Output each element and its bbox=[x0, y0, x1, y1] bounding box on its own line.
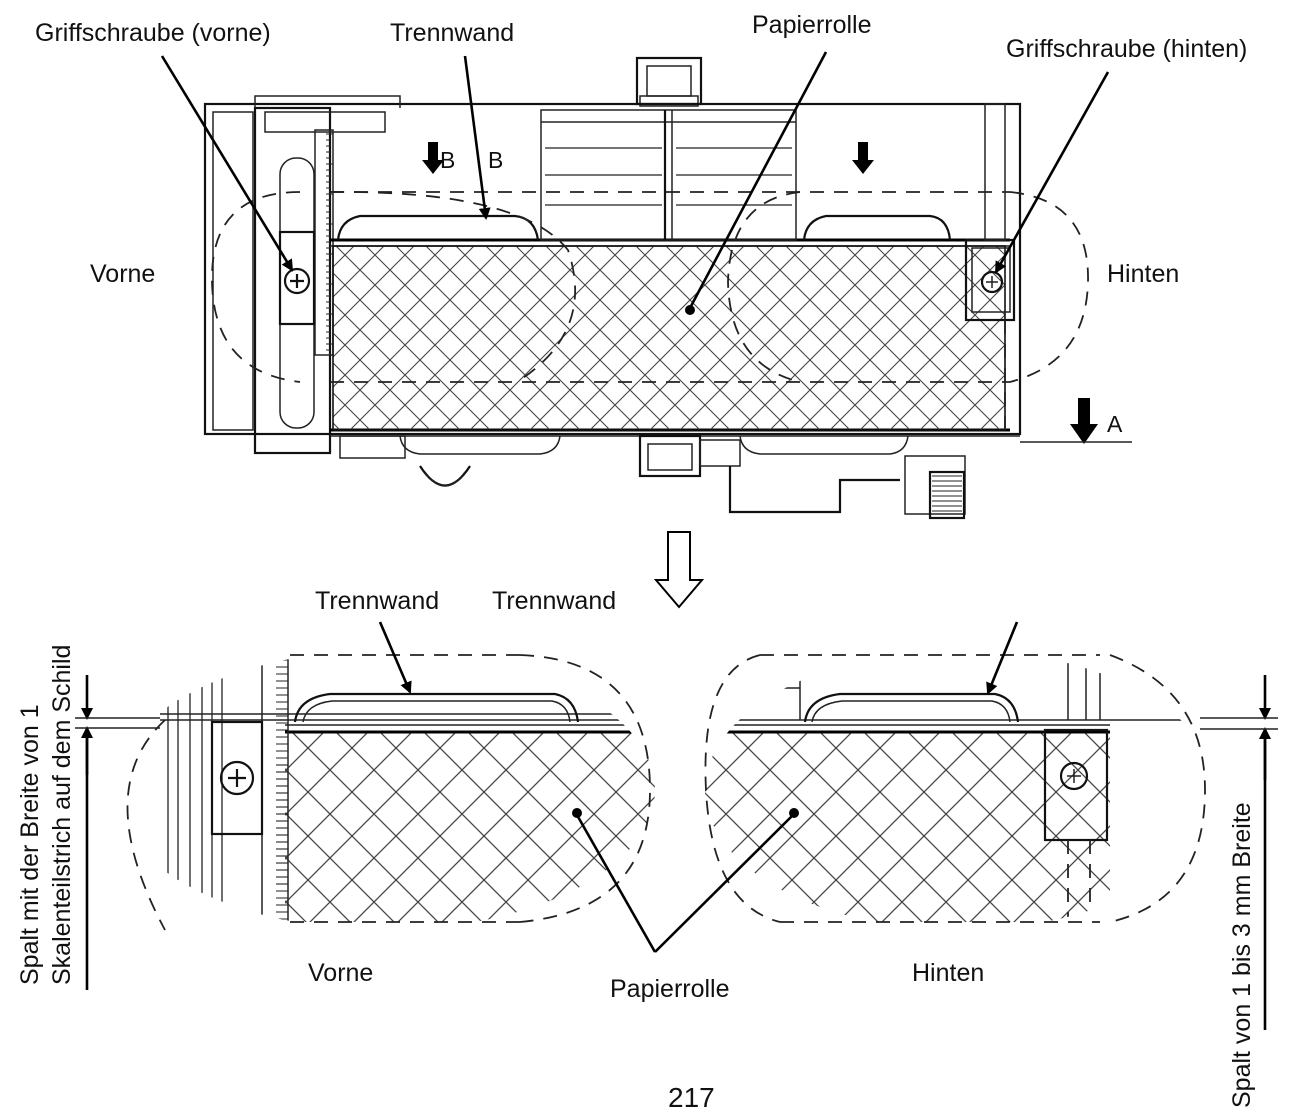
label-partition-bottom-right: Trennwand bbox=[492, 587, 616, 615]
label-rear-top: Hinten bbox=[1107, 260, 1179, 288]
zoom-arrow-icon bbox=[653, 531, 705, 609]
top-view: B B A Griffschraube (vorne) Trennwand Pa… bbox=[35, 11, 1247, 520]
mark-b1: B bbox=[440, 147, 455, 173]
label-rear-bottom: Hinten bbox=[912, 959, 984, 987]
label-front-bottom: Vorne bbox=[308, 959, 373, 987]
gap-dimension-left bbox=[75, 675, 160, 990]
label-gap-left-line2: Skalenteilstrich auf dem Schild bbox=[48, 645, 76, 985]
paper-roll-top bbox=[332, 245, 1006, 431]
label-grip-screw-rear: Griffschraube (hinten) bbox=[1006, 35, 1247, 63]
label-paper-roll-top: Papierrolle bbox=[752, 11, 872, 39]
label-gap-left-line1: Spalt mit der Breite von 1 bbox=[16, 704, 44, 985]
scale-ruler-bottom bbox=[276, 659, 288, 920]
zoom-rear bbox=[704, 654, 1210, 923]
partition-front-top bbox=[336, 214, 540, 241]
label-partition-bottom-left: Trennwand bbox=[315, 587, 439, 615]
partition-rear-zoom bbox=[803, 692, 1020, 723]
grip-screw-rear-head bbox=[980, 270, 1004, 294]
scale-ruler-top bbox=[326, 133, 333, 351]
grip-screw-rear-zoom-icon bbox=[1059, 761, 1089, 791]
page-number: 217 bbox=[668, 1082, 715, 1113]
gap-dimension-right bbox=[1200, 675, 1278, 1030]
center-ribs bbox=[545, 147, 792, 206]
grip-screw-front-head bbox=[283, 267, 311, 295]
mark-a: A bbox=[1107, 411, 1123, 437]
label-gap-right: Spalt von 1 bis 3 mm Breite bbox=[1228, 802, 1256, 1108]
label-grip-screw-front: Griffschraube (vorne) bbox=[35, 19, 271, 47]
knurled-knob bbox=[932, 475, 962, 512]
grip-screw-front-zoom-icon bbox=[219, 760, 255, 796]
mark-b2: B bbox=[488, 147, 503, 173]
partition-rear-top bbox=[802, 214, 952, 241]
label-paper-roll-bottom: Papierrolle bbox=[610, 975, 730, 1003]
label-partition-top: Trennwand bbox=[390, 19, 514, 47]
partition-front-zoom bbox=[293, 692, 580, 723]
label-front-top: Vorne bbox=[90, 260, 155, 288]
